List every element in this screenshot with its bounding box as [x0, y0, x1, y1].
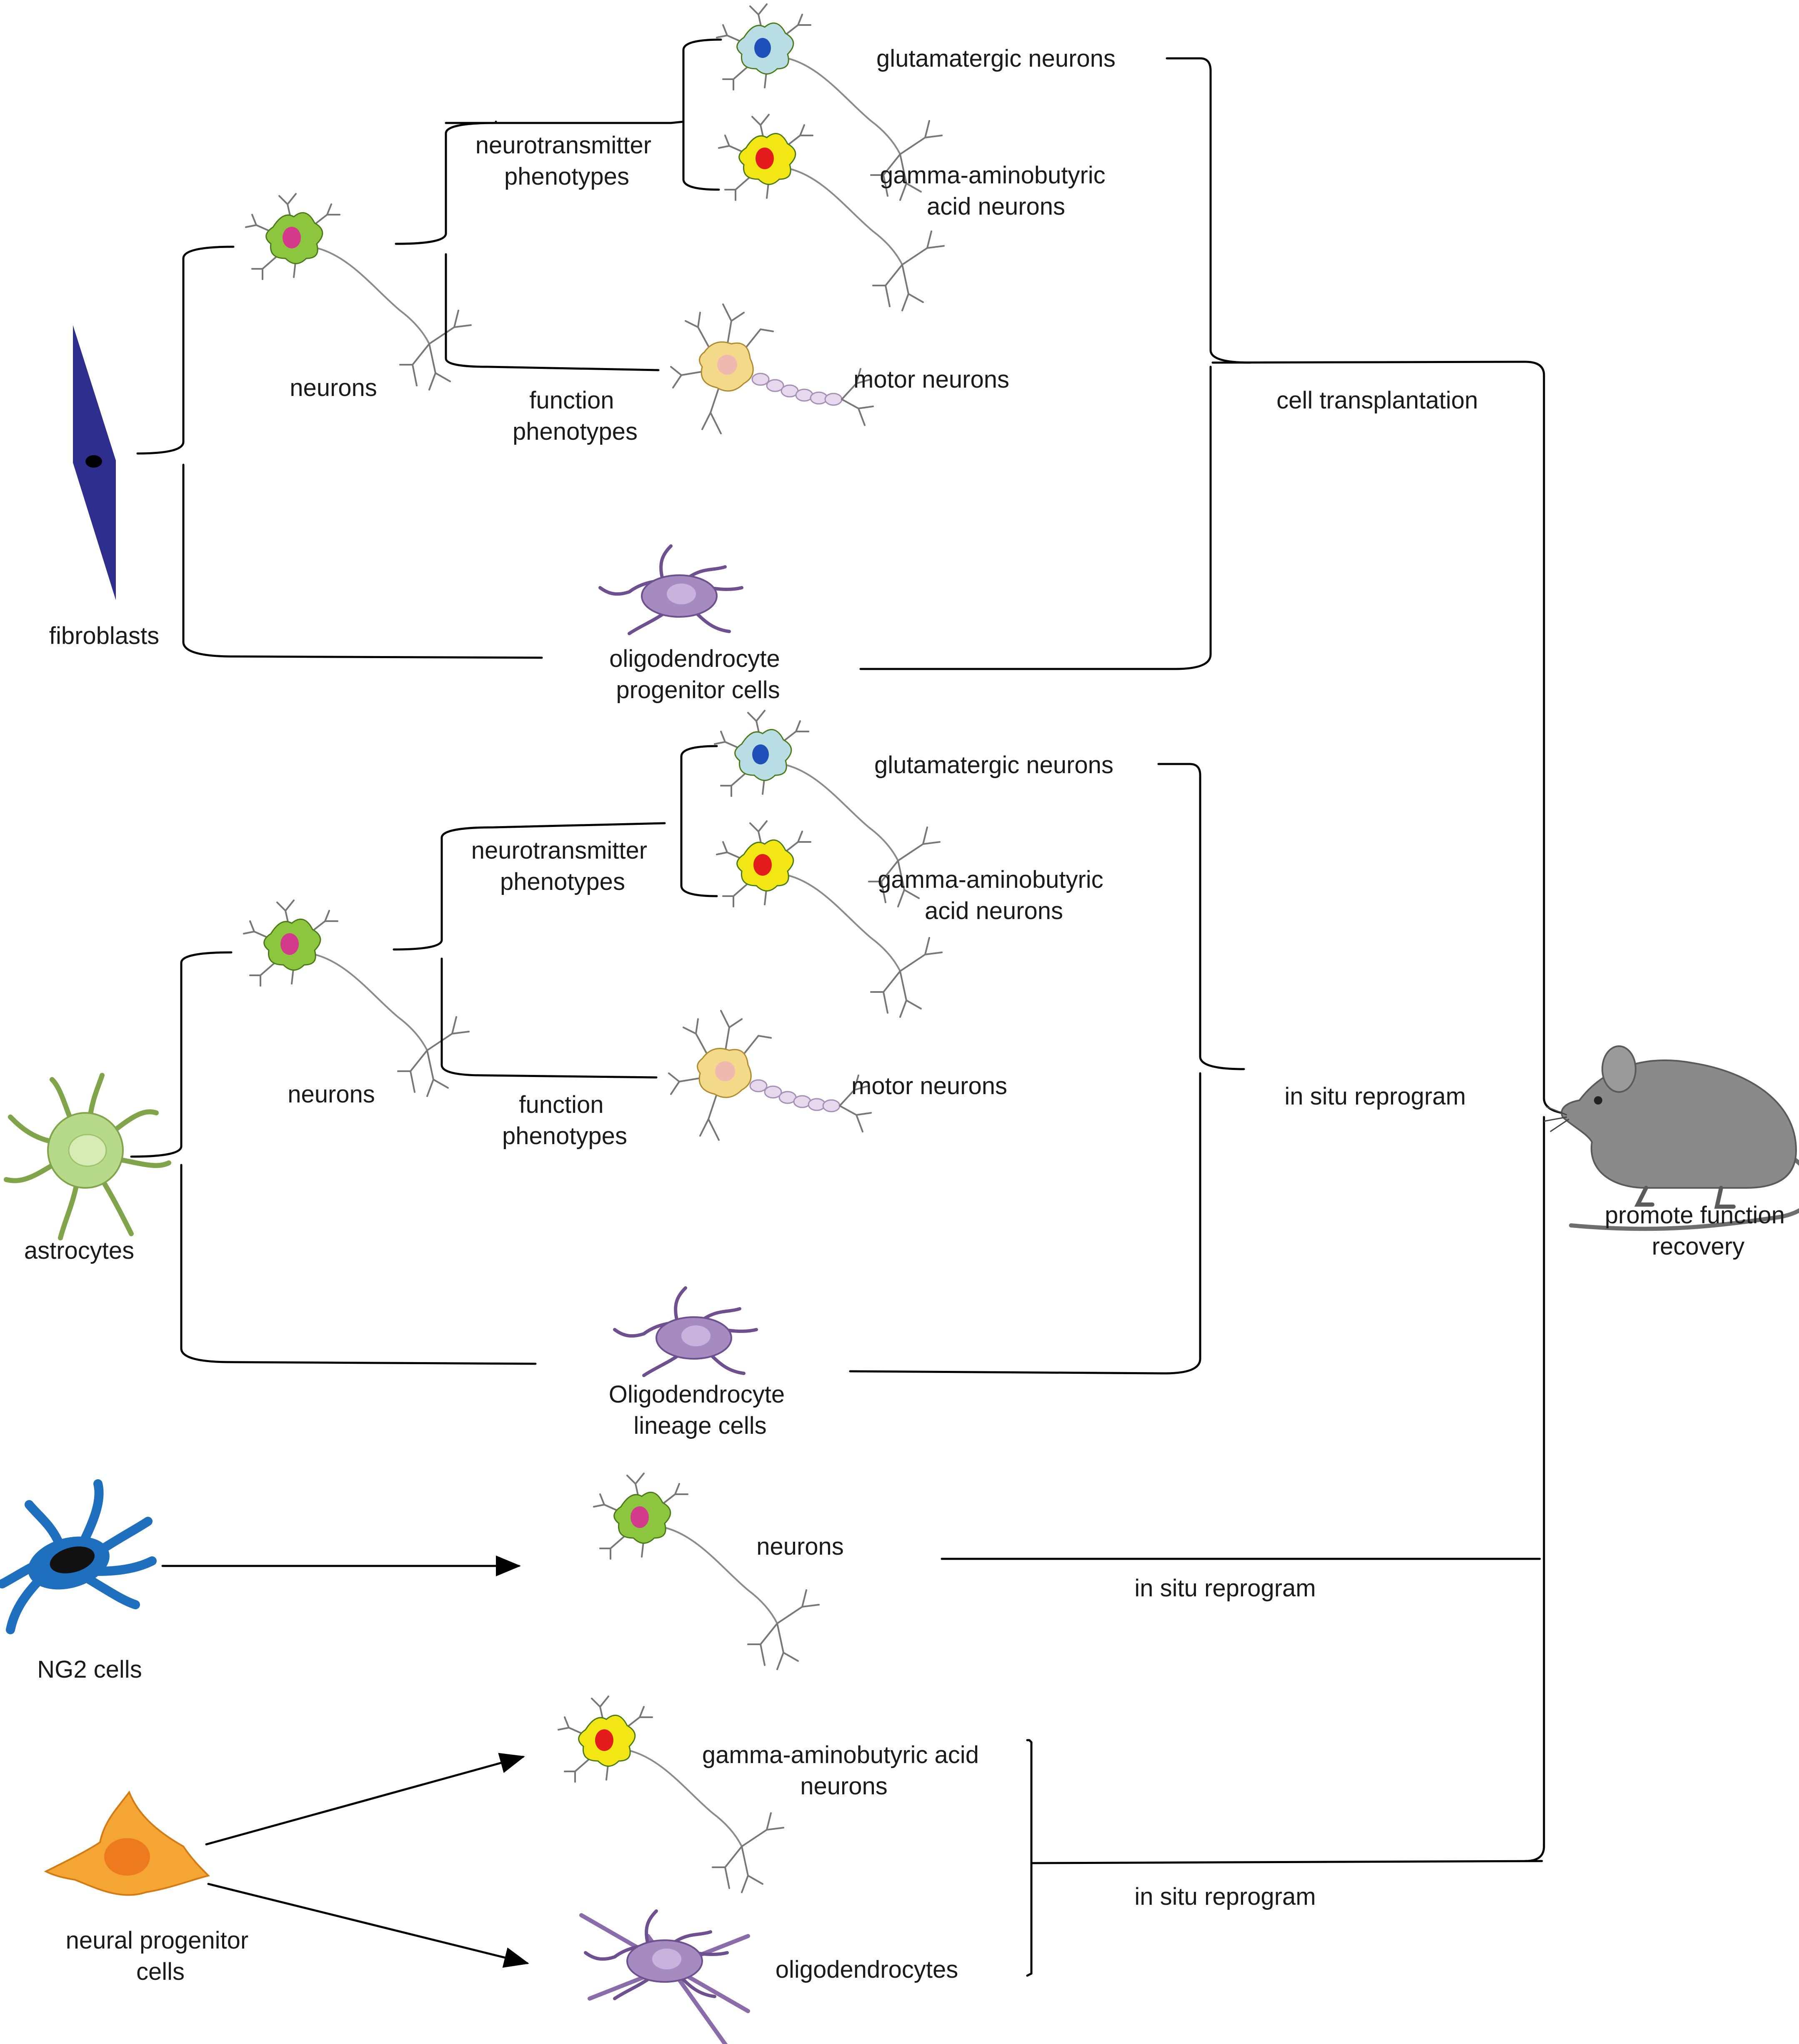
label-in-situ-reprogram-4: in situ reprogram	[1134, 1883, 1316, 1910]
label-motor-neurons-1: motor neurons	[853, 366, 1009, 393]
label-oligodendrocytes: oligodendrocytes	[776, 1956, 958, 1983]
label-olc: Oligodendrocyte lineage cells	[609, 1381, 792, 1439]
ng2-cell	[0, 1479, 157, 1634]
bracket-in-situ-2	[849, 763, 1245, 1375]
neural-progenitor-cell	[44, 1790, 210, 1896]
bracket-outcome	[1211, 361, 1568, 1862]
bracket-neurotransmitter-2	[680, 745, 718, 897]
motor-neuron-cell-2	[668, 1010, 872, 1141]
label-opc: oligodendrocyte progenitor cells	[609, 645, 787, 704]
label-neurons-2: neurons	[288, 1081, 375, 1108]
bracket-transplantation	[859, 57, 1251, 670]
label-cell-transplantation: cell transplantation	[1276, 387, 1478, 414]
label-gaba-neurons-1: gamma-aminobutyric acid neurons	[880, 162, 1112, 220]
gaba-neuron-cell-1	[718, 114, 945, 311]
fibroblast-nucleus	[85, 455, 102, 468]
olc-cell	[615, 1288, 756, 1375]
label-in-situ-reprogram-3: in situ reprogram	[1134, 1575, 1316, 1602]
label-neurotransmitter-phenotypes-2: neurotransmitter phenotypes	[471, 837, 654, 895]
label-glutamatergic-neurons-2: glutamatergic neurons	[874, 751, 1113, 779]
motor-neuron-cell-1	[670, 303, 874, 434]
label-fibroblasts: fibroblasts	[49, 622, 159, 649]
label-gaba-neurons-2: gamma-aminobutyric acid neurons	[878, 866, 1110, 924]
label-neurotransmitter-phenotypes-1: neurotransmitter phenotypes	[475, 132, 658, 190]
fibroblast-cell	[73, 325, 116, 600]
neuron-cell-3	[593, 1473, 820, 1670]
bracket-in-situ-4	[1026, 1739, 1543, 1977]
label-ng2-cells: NG2 cells	[37, 1656, 142, 1683]
bracket-fibroblasts	[136, 245, 543, 659]
arrow-npc-to-gaba	[205, 1753, 525, 1846]
label-in-situ-reprogram-2: in situ reprogram	[1284, 1083, 1466, 1110]
label-function-phenotypes-2: function phenotypes	[502, 1091, 627, 1150]
label-motor-neurons-2: motor neurons	[851, 1072, 1007, 1100]
label-function-phenotypes-1: function phenotypes	[513, 387, 638, 445]
mouse-icon	[1544, 1045, 1799, 1231]
astrocyte-cell	[4, 1073, 171, 1240]
label-neurons-1: neurons	[290, 374, 377, 401]
glutamatergic-neuron-cell-2	[714, 710, 941, 907]
opc-cell	[600, 546, 742, 634]
oligodendrocyte-cell	[579, 1911, 750, 2044]
label-glutamatergic-neurons-1: glutamatergic neurons	[876, 45, 1116, 72]
label-gaba-neurons-3: gamma-aminobutyric acid neurons	[702, 1741, 986, 1800]
bracket-astrocytes	[130, 951, 537, 1365]
label-neural-progenitor-cells: neural progenitor cells	[66, 1927, 255, 1985]
label-neurons-3: neurons	[756, 1533, 844, 1560]
arrow-npc-to-oligodendrocytes	[207, 1883, 529, 1968]
label-astrocytes: astrocytes	[24, 1237, 134, 1264]
label-outcome: promote function recovery	[1605, 1202, 1791, 1260]
gaba-neuron-cell-3	[558, 1696, 784, 1893]
neuron-cell-2	[243, 899, 470, 1097]
glutamatergic-neuron-cell-1	[716, 3, 943, 201]
bracket-neurotransmitter-1	[445, 38, 722, 191]
bracket-neurons-2	[393, 822, 666, 1079]
gaba-neuron-cell-2	[716, 820, 943, 1018]
neuron-cell-1	[245, 193, 472, 391]
bracket-neurons-1	[395, 120, 660, 371]
